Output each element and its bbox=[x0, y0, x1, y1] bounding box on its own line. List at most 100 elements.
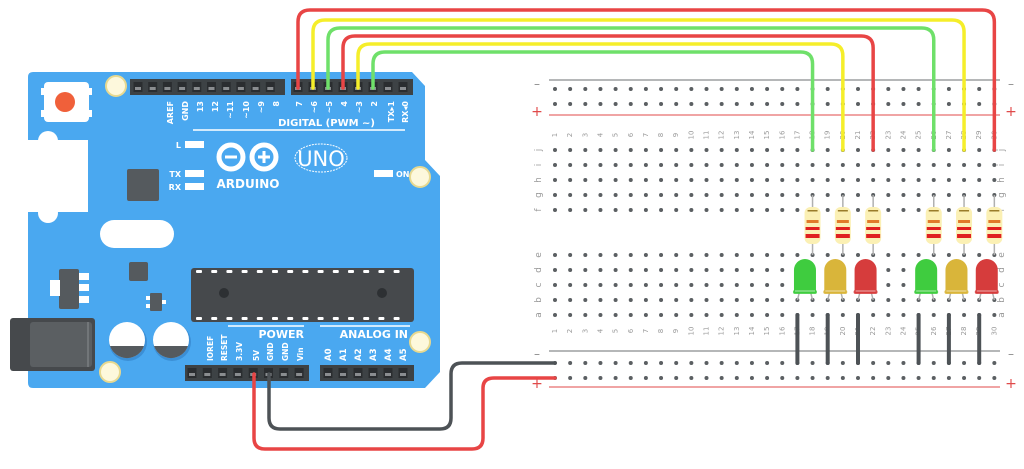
rail-hole bbox=[765, 102, 770, 106]
breadboard-hole bbox=[674, 148, 679, 152]
top-rail-minus-label-left: – bbox=[534, 77, 540, 91]
mcu-pin bbox=[393, 317, 400, 320]
breadboard-hole bbox=[871, 313, 876, 317]
breadboard-hole bbox=[598, 268, 603, 272]
wire-pin-2-to-col-18 bbox=[371, 50, 815, 152]
rail-hole bbox=[780, 102, 785, 106]
breadboard-hole bbox=[931, 178, 936, 182]
column-label: 28 bbox=[960, 327, 968, 336]
breadboard-hole bbox=[613, 313, 618, 317]
reset-button[interactable] bbox=[55, 92, 75, 112]
header-pin-contact bbox=[179, 87, 186, 90]
mcu-pin bbox=[211, 317, 218, 320]
rail-hole bbox=[856, 376, 860, 380]
breadboard-hole bbox=[946, 163, 951, 167]
breadboard-hole bbox=[765, 253, 770, 257]
breadboard-hole bbox=[765, 283, 770, 287]
breadboard-hole bbox=[810, 313, 815, 317]
rail-hole bbox=[780, 87, 785, 91]
rail-hole bbox=[613, 87, 618, 91]
voltage-regulator bbox=[59, 269, 79, 309]
breadboard-hole bbox=[977, 148, 982, 152]
breadboard-hole bbox=[916, 163, 921, 167]
breadboard-hole bbox=[962, 178, 967, 182]
rail-hole bbox=[659, 87, 664, 91]
led-red bbox=[854, 259, 877, 293]
resistor-band-gold bbox=[989, 210, 1000, 212]
uno-badge bbox=[294, 143, 348, 173]
led-yellow bbox=[945, 259, 968, 293]
wire-pin-5-to-col-26 bbox=[326, 26, 936, 152]
breadboard-hole bbox=[749, 313, 754, 317]
column-label: 8 bbox=[657, 329, 665, 333]
breadboard-hole bbox=[598, 253, 603, 257]
breadboard-hole bbox=[643, 313, 648, 317]
column-label: 30 bbox=[990, 327, 998, 336]
wire-pin-6-to-col-28 bbox=[311, 18, 966, 152]
row-label: e bbox=[534, 252, 544, 258]
mcu-pin bbox=[302, 317, 309, 320]
rail-hole bbox=[825, 102, 830, 106]
resistor-band-red bbox=[835, 234, 850, 238]
row-label: g bbox=[534, 192, 544, 198]
breadboard-hole bbox=[886, 208, 891, 212]
rail-hole bbox=[583, 376, 588, 380]
digital-pin-label: TX▸1 bbox=[387, 101, 396, 123]
power-label: POWER bbox=[258, 328, 304, 341]
resistor-band-orange bbox=[867, 220, 880, 223]
breadboard-hole bbox=[780, 178, 785, 182]
column-label: 8 bbox=[657, 133, 665, 137]
header-pin-contact bbox=[149, 87, 156, 90]
mcu-pin bbox=[317, 270, 324, 273]
column-label: 9 bbox=[672, 133, 680, 137]
rail-hole bbox=[628, 376, 633, 380]
breadboard-hole bbox=[734, 298, 739, 302]
column-label: 1 bbox=[551, 133, 559, 137]
power-header bbox=[185, 365, 309, 381]
breadboard-hole bbox=[734, 208, 739, 212]
rail-hole bbox=[659, 361, 664, 365]
breadboard-hole bbox=[916, 178, 921, 182]
rail-hole bbox=[704, 361, 709, 365]
breadboard-hole bbox=[946, 193, 951, 197]
breadboard-hole bbox=[856, 253, 860, 257]
breadboard-hole bbox=[962, 163, 967, 167]
rail-hole bbox=[659, 102, 664, 106]
row-label: e bbox=[997, 252, 1007, 258]
rail-hole bbox=[568, 376, 573, 380]
rail-hole bbox=[977, 376, 982, 380]
breadboard-hole bbox=[795, 193, 800, 197]
rail-hole bbox=[780, 361, 785, 365]
breadboard-hole bbox=[674, 208, 679, 212]
breadboard-hole bbox=[749, 283, 754, 287]
breadboard-hole bbox=[931, 313, 936, 317]
breadboard-hole bbox=[856, 193, 860, 197]
breadboard-hole bbox=[795, 163, 800, 167]
rail-hole bbox=[977, 87, 982, 91]
column-label: 29 bbox=[975, 131, 983, 140]
mcu-pin bbox=[378, 270, 385, 273]
rail-hole bbox=[628, 361, 633, 365]
power-pin-label: 5V bbox=[252, 350, 261, 361]
breadboard-hole bbox=[734, 268, 739, 272]
resistor-band-red bbox=[805, 234, 820, 238]
rail-hole bbox=[643, 87, 648, 91]
breadboard-hole bbox=[628, 313, 633, 317]
breadboard-hole bbox=[704, 193, 709, 197]
breadboard-hole bbox=[613, 208, 618, 212]
digital-pin-label: 7 bbox=[295, 101, 304, 107]
mcu-pin bbox=[332, 317, 339, 320]
mcu-pin bbox=[272, 317, 278, 320]
breadboard-hole bbox=[749, 253, 754, 257]
breadboard-hole bbox=[598, 283, 603, 287]
rail-hole bbox=[643, 361, 648, 365]
breadboard-hole bbox=[553, 283, 557, 287]
column-label: 17 bbox=[793, 131, 801, 140]
breadboard-hole bbox=[704, 208, 709, 212]
breadboard-hole bbox=[765, 193, 770, 197]
breadboard-hole bbox=[886, 268, 891, 272]
breadboard-hole bbox=[825, 148, 830, 152]
breadboard-hole bbox=[643, 283, 648, 287]
header-pin-contact bbox=[189, 373, 195, 376]
